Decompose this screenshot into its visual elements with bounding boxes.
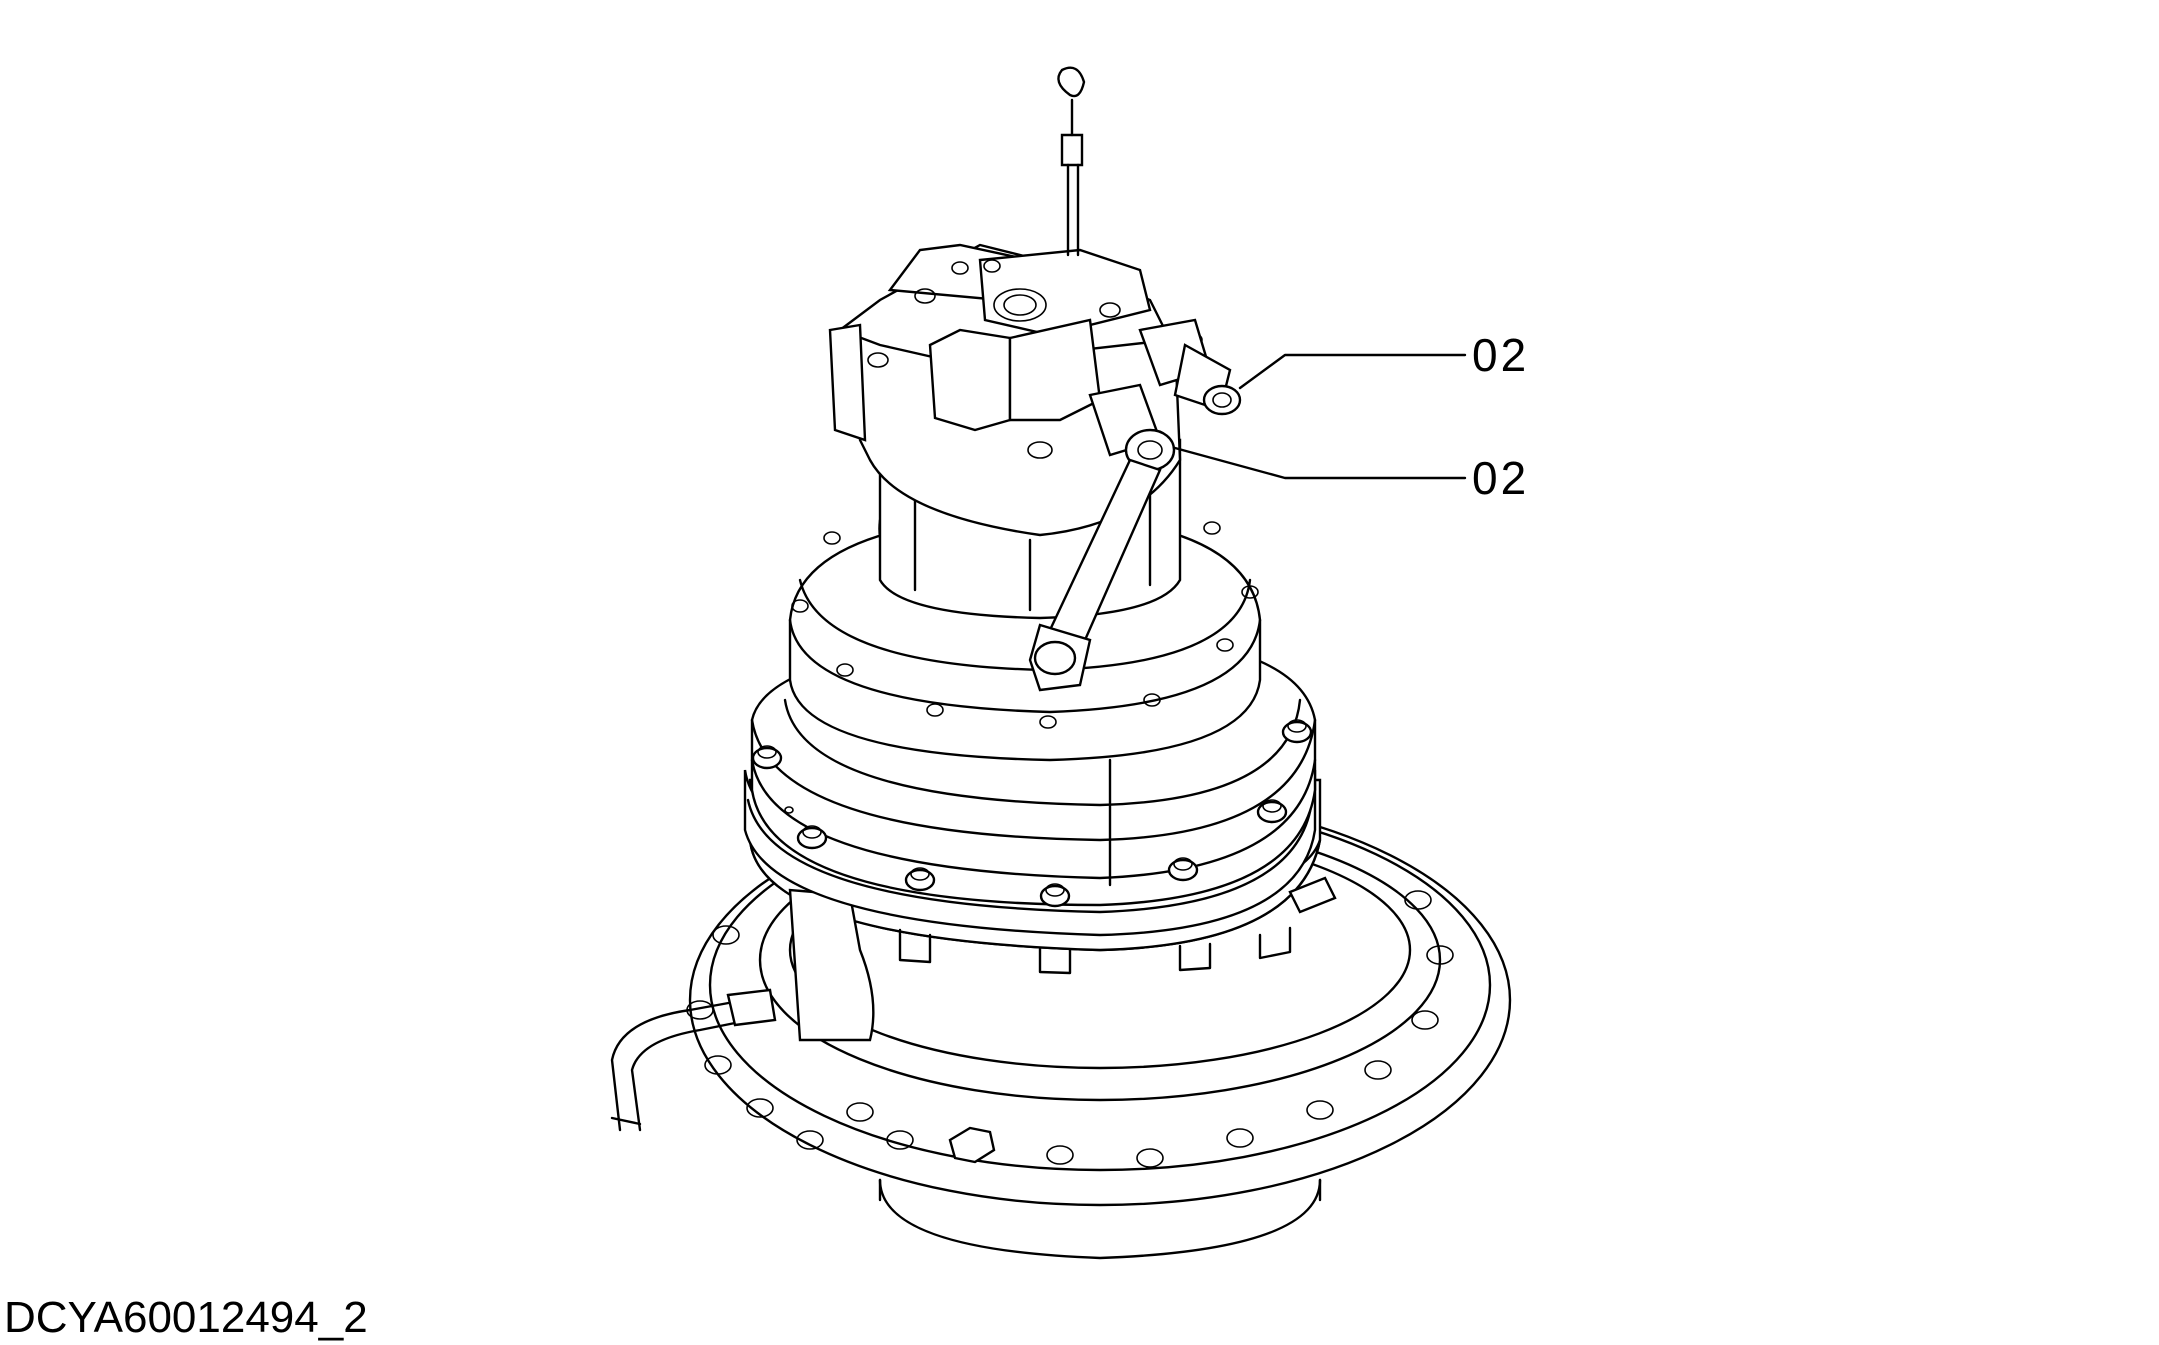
- drawing-id-label: DCYA60012494_2: [4, 1293, 368, 1342]
- drain-hose: [610, 988, 777, 1132]
- id-plate: [1288, 876, 1337, 914]
- hose-pipe: [1028, 458, 1162, 692]
- hose-fitting-upper: [1138, 318, 1242, 416]
- callout-leaders: [1173, 353, 1467, 480]
- callout-label-lower: 02: [1472, 452, 1530, 504]
- hose-fitting-lower: [1088, 383, 1176, 472]
- housing-bolts: [751, 719, 1313, 908]
- callout-label-upper: 02: [1472, 329, 1530, 381]
- dipstick: [1057, 66, 1086, 257]
